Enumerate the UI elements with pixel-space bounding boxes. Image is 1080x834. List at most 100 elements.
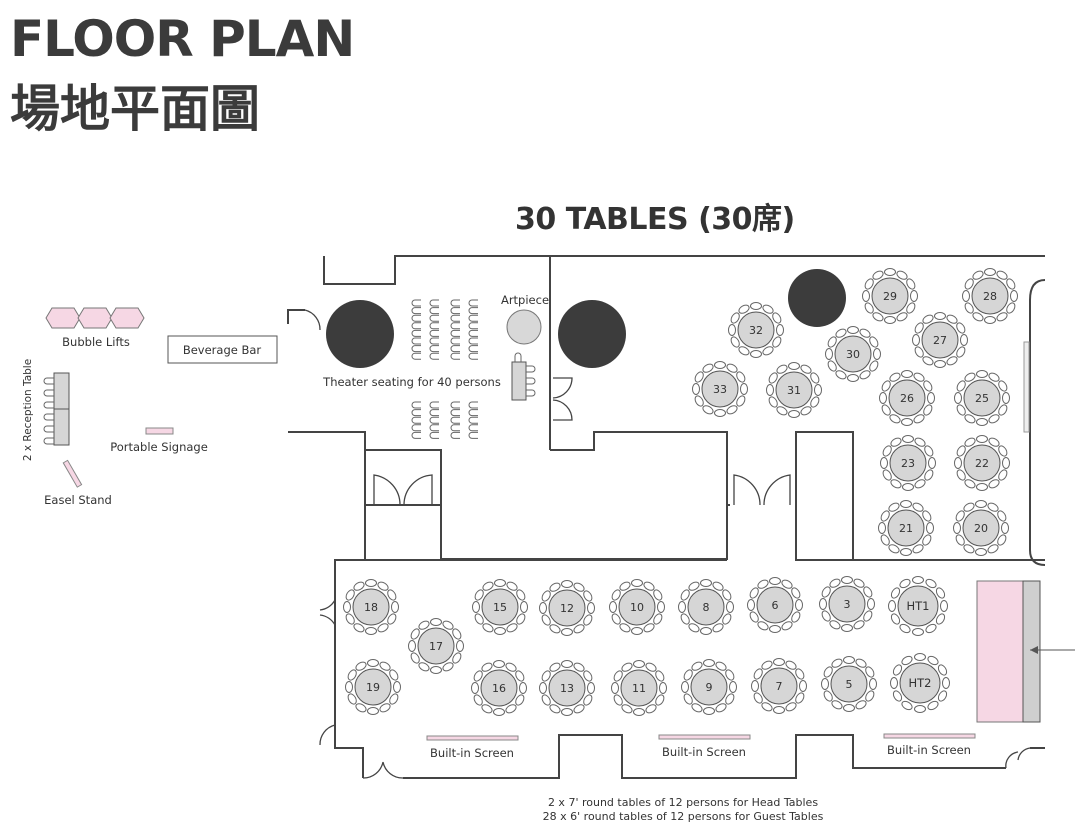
chair bbox=[923, 380, 933, 392]
chair bbox=[750, 302, 762, 310]
chair bbox=[937, 690, 948, 702]
chair bbox=[609, 601, 617, 613]
chair bbox=[355, 703, 367, 713]
chair bbox=[890, 437, 902, 447]
chair bbox=[878, 522, 886, 534]
chair bbox=[621, 662, 633, 672]
chair bbox=[873, 348, 881, 360]
theater-chair bbox=[468, 401, 478, 409]
table-26: 26 bbox=[879, 370, 935, 426]
chair bbox=[984, 268, 996, 276]
chair bbox=[791, 587, 801, 599]
chair bbox=[800, 406, 812, 416]
chair bbox=[379, 703, 391, 713]
chair bbox=[753, 668, 763, 680]
table-22: 22 bbox=[954, 435, 1010, 491]
chair bbox=[726, 601, 734, 613]
built-in-screen bbox=[426, 735, 519, 741]
chair bbox=[725, 693, 735, 705]
chair bbox=[912, 576, 924, 584]
table-number: HT2 bbox=[909, 676, 932, 690]
chair bbox=[472, 601, 480, 613]
chair bbox=[541, 670, 551, 682]
chair bbox=[768, 372, 778, 384]
theater-chair bbox=[468, 424, 478, 432]
table-6: 6 bbox=[747, 577, 803, 633]
chair bbox=[890, 613, 901, 625]
table-number: HT1 bbox=[907, 599, 930, 613]
chair bbox=[880, 510, 890, 522]
chair bbox=[896, 312, 908, 322]
table-number: 19 bbox=[366, 681, 380, 694]
table-top bbox=[830, 665, 868, 703]
chair bbox=[843, 704, 855, 712]
chair bbox=[408, 640, 416, 652]
theater-chair bbox=[450, 307, 460, 315]
chair bbox=[680, 613, 690, 625]
artpiece-label: Artpiece bbox=[501, 293, 549, 307]
chair bbox=[901, 700, 913, 711]
theater-chair bbox=[450, 416, 460, 424]
table-number: 29 bbox=[883, 290, 897, 303]
chair bbox=[643, 581, 655, 591]
chair bbox=[889, 414, 901, 424]
chair bbox=[549, 704, 561, 714]
chair bbox=[355, 661, 367, 671]
chair bbox=[345, 613, 355, 625]
chair bbox=[653, 613, 663, 625]
chair bbox=[587, 602, 595, 614]
chair bbox=[864, 278, 874, 290]
chair bbox=[795, 599, 803, 611]
theater-chair bbox=[450, 299, 460, 307]
chair bbox=[906, 278, 916, 290]
easel-stand bbox=[62, 459, 83, 488]
chair bbox=[956, 346, 966, 358]
chair bbox=[389, 669, 399, 681]
table-number: 7 bbox=[776, 680, 783, 693]
screen-label: Built-in Screen bbox=[430, 746, 514, 760]
table-8: 8 bbox=[678, 579, 734, 635]
table-number: 31 bbox=[787, 384, 801, 397]
table-number: 13 bbox=[560, 682, 574, 695]
table-number: 25 bbox=[975, 392, 989, 405]
chair bbox=[935, 613, 946, 625]
table-ht2: HT2 bbox=[890, 653, 950, 713]
chair bbox=[927, 700, 939, 711]
table-top bbox=[756, 586, 794, 624]
table-top bbox=[690, 668, 728, 706]
chair bbox=[998, 469, 1008, 481]
theater-chair bbox=[468, 322, 478, 330]
chair bbox=[702, 405, 714, 415]
chair bbox=[452, 628, 462, 640]
theater-chair bbox=[429, 431, 439, 439]
table-number: 26 bbox=[900, 392, 914, 405]
chair bbox=[998, 404, 1008, 416]
chair bbox=[410, 652, 420, 664]
chair bbox=[549, 582, 561, 592]
chair bbox=[814, 384, 822, 396]
chair bbox=[942, 677, 950, 689]
table-top bbox=[963, 444, 1001, 482]
chair bbox=[988, 372, 1000, 382]
table-32: 32 bbox=[728, 302, 784, 358]
chair bbox=[410, 628, 420, 640]
chair bbox=[730, 312, 740, 324]
table-number: 15 bbox=[493, 601, 507, 614]
chair bbox=[515, 670, 525, 682]
chair bbox=[631, 579, 643, 587]
chair bbox=[619, 623, 631, 633]
chair bbox=[418, 662, 430, 672]
built-in-screen bbox=[883, 733, 976, 739]
chair bbox=[776, 406, 788, 416]
table-top bbox=[352, 588, 390, 626]
artpiece bbox=[506, 309, 542, 345]
theater-chair bbox=[450, 431, 460, 439]
table-top bbox=[737, 311, 775, 349]
table-19: 19 bbox=[345, 659, 401, 715]
chair bbox=[561, 660, 573, 668]
chair bbox=[955, 510, 965, 522]
chair bbox=[881, 380, 891, 392]
chair bbox=[1006, 278, 1016, 290]
chair bbox=[859, 328, 871, 338]
chair bbox=[722, 613, 732, 625]
